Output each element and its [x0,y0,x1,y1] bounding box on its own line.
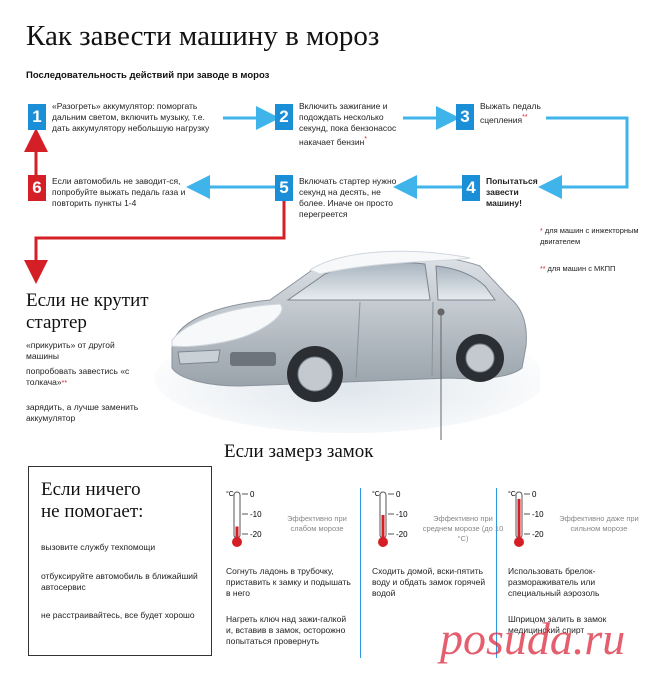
step-4-text: Попытаться завести машину! [486,176,538,208]
car-illustration [155,250,540,433]
step-6-text: Если автомобиль не заводит-ся, попробуйт… [52,176,186,208]
step-2-badge: 2 [275,104,293,130]
starter-tip-3: зарядить, а лучше заменить аккумулятор [26,402,139,423]
thermo-tick-label: -20 [250,530,262,539]
step-6-badge: 6 [28,175,46,201]
arrow-5-starter [24,200,286,284]
frost-tip: Нагреть ключ над зажи-галкой и, вставив … [226,614,347,646]
starter-heading: Если не крутит стартер [26,290,149,333]
step-2-text: Включить зажигание и подождать несколько… [299,101,397,147]
separator-2 [496,488,497,658]
frost-effect-1: Эффективно при слабом морозе [287,514,347,533]
thermo-tick-label: 0 [532,490,537,499]
note-injector: * для машин с инжекторным двигателем [540,226,639,246]
arrow-3-4 [538,116,629,199]
step-1-badge: 1 [28,104,46,130]
thermo-tick-label: -10 [250,510,262,519]
note-manual: ** для машин с МКПП [540,264,616,273]
step-4-badge: 4 [462,175,480,201]
frost-tip: Шприцом залить в замок медицинский спирт [508,614,607,635]
frost-tip: Согнуть ладонь в трубочку, приставить к … [226,566,351,598]
thermometer-icon: °C 0 -10 -20 [372,490,408,547]
nohelp-box: Если ничего не помогает: вызовите службу… [28,466,212,656]
thermo-tick-label: -20 [396,530,408,539]
frost-tip: Использовать брелок-размораживатель или … [508,566,600,598]
separator-1 [360,488,361,658]
starter-tip-2: попробовать завестись «с толкача»** [26,366,130,387]
thermo-tick-label: 0 [250,490,255,499]
nohelp-heading: Если ничего не помогает: [41,479,144,522]
nohelp-item-3: не расстраивайтесь, все будет хорошо [41,610,195,620]
thermometer-icon: °C 0 -10 -20 [226,490,262,547]
thermo-unit: °C [508,490,516,498]
step-5-badge: 5 [275,175,293,201]
step-3-text: Выжать педаль сцепления** [480,101,541,125]
starter-tip-1: «прикурить» от другой машины [26,340,115,361]
thermo-unit: °C [226,490,234,498]
frost-tip: Сходить домой, вски-пятить воду и обдать… [372,566,486,598]
nohelp-item-1: вызовите службу техпомощи [41,542,156,552]
nohelp-item-2: отбуксируйте автомобиль в ближайший авто… [41,571,198,592]
thermo-tick-label: 0 [396,490,401,499]
thermo-tick-label: -20 [532,530,544,539]
page-subtitle: Последовательность действий при заводе в… [26,70,270,81]
lock-heading: Если замерз замок [224,441,374,462]
thermo-tick-label: -10 [532,510,544,519]
thermometer-icon: °C 0 -10 -20 [508,490,544,547]
thermo-unit: °C [372,490,380,498]
frost-effect-3: Эффективно даже при сильном морозе [559,514,639,533]
watermark: posuda.ru [440,613,626,664]
thermo-tick-label: -10 [396,510,408,519]
step-5-text: Включать стартер нужно секунд на десять,… [299,176,397,219]
step-3-badge: 3 [456,104,474,130]
page-title: Как завести машину в мороз [26,20,380,52]
frost-effect-2: Эффективно при среднем морозе (до 10 °C) [422,514,504,543]
step-1-text: «Разогреть» аккумулятор: поморгать дальн… [52,101,210,133]
